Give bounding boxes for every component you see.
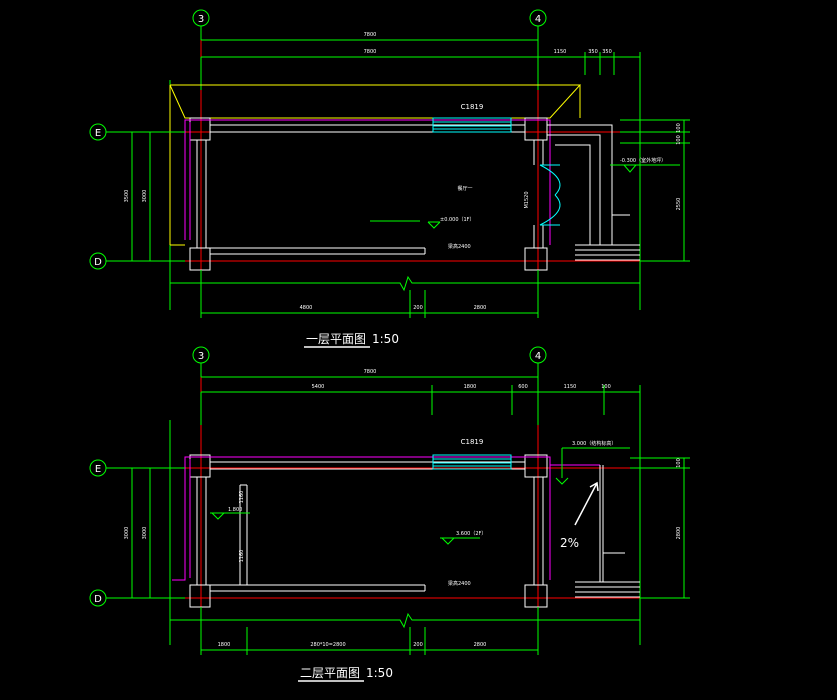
plan1-left-dim-b: 3000 <box>142 190 148 203</box>
plan1-right-dim-c: 2550 <box>676 198 682 211</box>
plan1-title: 一层平面图 <box>306 332 366 346</box>
plan2-level-left: 1.800 <box>228 507 242 513</box>
plan2-left-dim-b: 3000 <box>142 527 148 540</box>
axis-label-D: D <box>94 257 102 268</box>
plan1-right-dimensions <box>620 119 690 262</box>
plan1-eave <box>169 84 582 246</box>
plan2-outer-line <box>172 456 600 581</box>
plan2-scale: 1:50 <box>366 666 393 680</box>
plan1-scale: 1:50 <box>372 332 399 346</box>
axis-label-Eb: E <box>95 464 101 475</box>
plan1-room-label: 餐厅一 <box>457 185 472 192</box>
plan1-door-label: M1520 <box>524 191 530 208</box>
plan1-dim-total: 7800 <box>364 32 377 38</box>
axis-bubbles <box>89 9 547 607</box>
axis-label-4b: 4 <box>535 351 541 362</box>
plan2-bottom-dim-b: 280*10=2800 <box>310 642 345 648</box>
plan1-level-symbol <box>370 220 441 229</box>
plan2-level-label: 3.600（2F） <box>456 531 486 537</box>
plan2-dim-a: 5400 <box>312 384 325 390</box>
plan2-level-symbols <box>210 512 480 545</box>
plan1-level-label: ±0.000（1F） <box>440 217 475 223</box>
plan1-left-dim-a: 3500 <box>124 190 130 203</box>
plan-1: 7800 7800 1150 350 350 <box>124 32 690 348</box>
plan2-inner-dim-a: 1160 <box>239 491 245 504</box>
plan2-right-dimensions <box>630 457 690 599</box>
plan2-dim-d: 1150 <box>564 384 577 390</box>
axis-label-Db: D <box>94 594 102 605</box>
axis-label-4: 4 <box>535 14 541 25</box>
plan2-beam-label: 梁高2400 <box>448 580 471 587</box>
axis-label-3: 3 <box>198 14 204 25</box>
plan1-dim-d3: 350 <box>602 49 612 55</box>
plan2-right-dim-b: 2800 <box>676 527 682 540</box>
plan1-outdoor-level: -0.300（室外地坪） <box>620 157 666 164</box>
plan1-right-dim-b: 100 <box>676 135 682 145</box>
plan1-entrance <box>547 124 640 261</box>
plan2-title: 二层平面图 <box>300 666 360 680</box>
plan2-dim-e: 100 <box>601 384 611 390</box>
plan2-left-dim-a: 3000 <box>124 527 130 540</box>
plan1-dim-d2: 350 <box>588 49 598 55</box>
plan2-bottom-dimensions <box>170 607 640 655</box>
plan1-walls <box>189 117 548 271</box>
plan2-bottom-dim-d: 2800 <box>474 642 487 648</box>
axis-label-3b: 3 <box>198 351 204 362</box>
plan1-dim-d1: 1150 <box>554 49 567 55</box>
plan1-beam-label: 梁高2400 <box>448 243 471 250</box>
plan2-dim-total: 7800 <box>364 369 377 375</box>
plan-2: 7800 5400 1800 600 1150 100 <box>124 369 690 682</box>
plan2-roof-level: 3.000（结构标高） <box>572 440 616 447</box>
plan2-left-dimensions <box>128 467 185 599</box>
plan2-window <box>432 454 512 470</box>
plan2-bottom-dim-a: 1800 <box>218 642 231 648</box>
axis-labels: 3 4 E D 3 4 E D <box>94 14 541 605</box>
plan2-walls <box>189 454 548 608</box>
plan2-dim-b: 1800 <box>464 384 477 390</box>
plan2-slope-label: 2% <box>560 536 579 550</box>
plan1-bottom-dim-a: 4800 <box>300 305 313 311</box>
plan1-outer-line <box>184 119 551 245</box>
axis-label-E: E <box>95 128 101 139</box>
plan1-window-label: C1819 <box>461 103 484 111</box>
plan2-roof-level-symbol <box>555 447 630 485</box>
plan1-door <box>539 164 561 226</box>
plan2-bottom-dim-c: 200 <box>413 642 423 648</box>
plan1-left-dimensions <box>128 131 185 262</box>
plan2-platform <box>575 465 640 598</box>
plan1-top-dimensions <box>169 39 641 310</box>
plan2-slope-arrow <box>574 481 599 526</box>
plan2-window-label: C1819 <box>461 438 484 446</box>
plan1-dim-inner: 7800 <box>364 49 377 55</box>
plan1-bottom-dimensions <box>170 270 640 318</box>
plan1-bottom-dim-c: 2800 <box>474 305 487 311</box>
plan2-right-dim-a: 100 <box>676 458 682 468</box>
plan1-window <box>432 117 512 133</box>
plan2-dim-c: 600 <box>518 384 528 390</box>
plan2-top-dimensions <box>169 376 641 645</box>
plan1-bottom-dim-b: 200 <box>413 305 423 311</box>
plan2-inner-dim-b: 1160 <box>239 550 245 563</box>
plan1-right-dim-a: 100 <box>676 123 682 133</box>
plan1-outdoor-level-symbol <box>610 164 680 173</box>
